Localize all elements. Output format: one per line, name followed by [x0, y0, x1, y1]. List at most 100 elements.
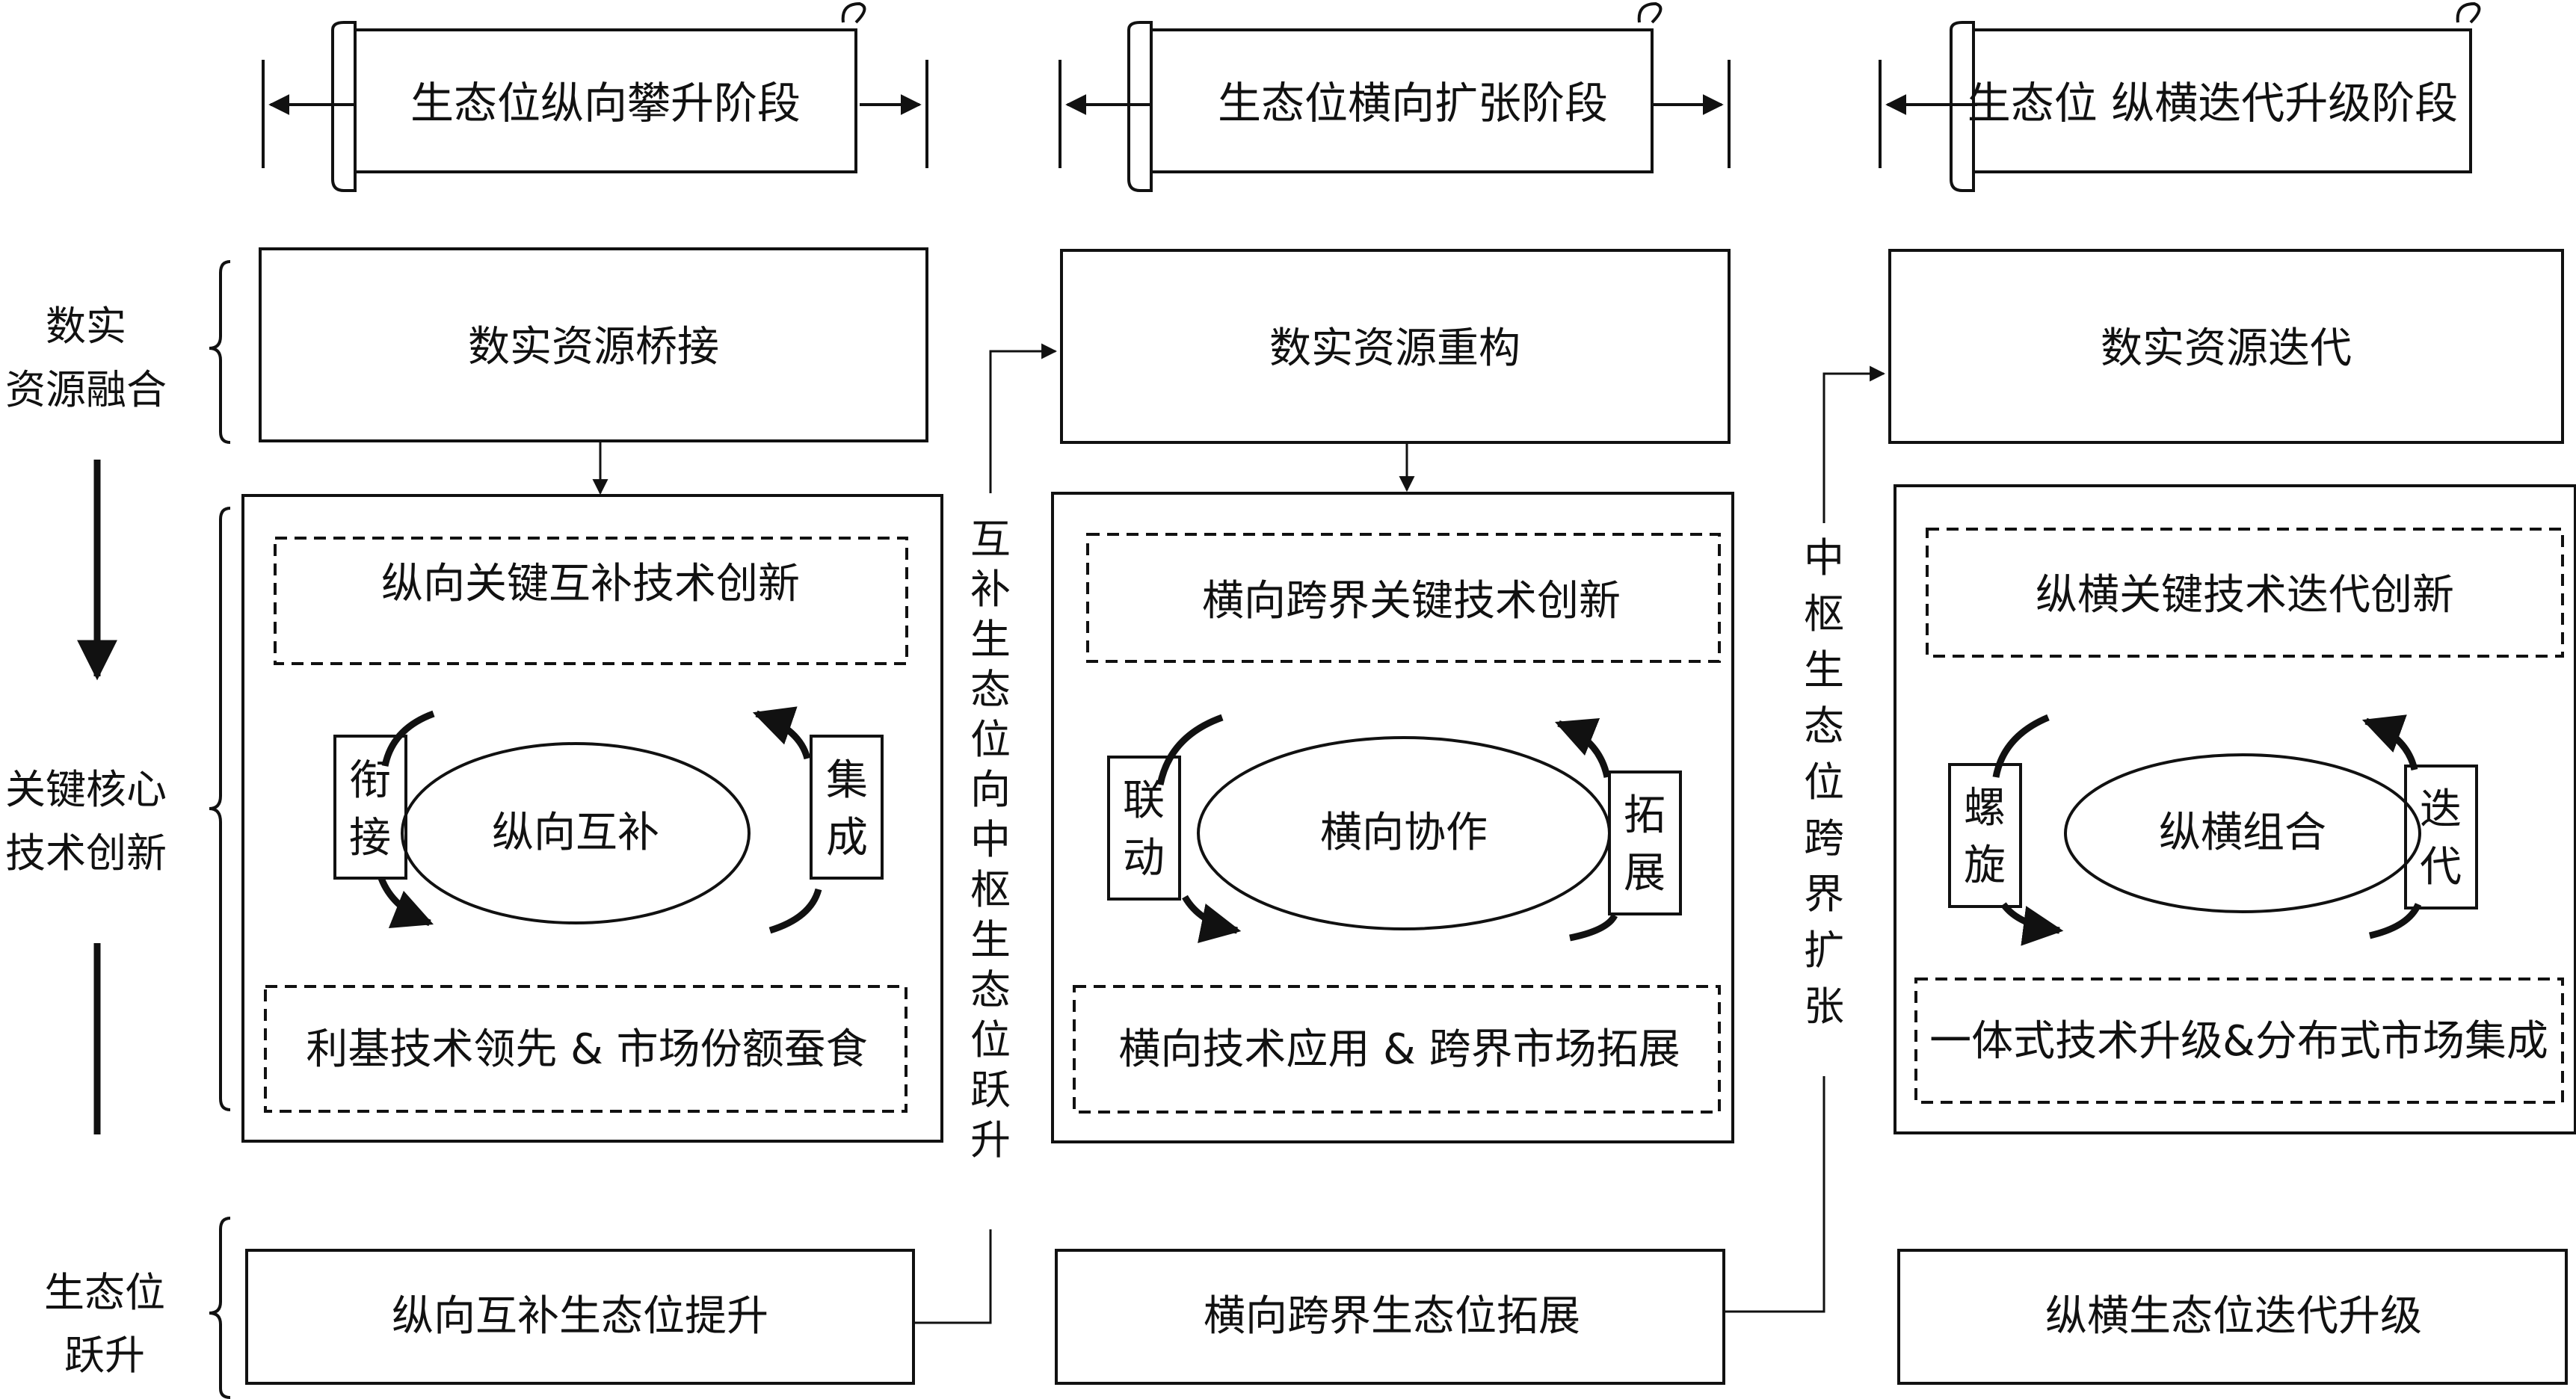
- niche-label: 横向跨界生态位拓展: [1204, 1292, 1580, 1341]
- transition-char: 中: [1804, 534, 1844, 581]
- innovation-label: 纵横关键技术迭代创新: [2036, 571, 2454, 620]
- left-tag-box: [333, 735, 407, 880]
- scroll-icon: [1950, 1, 2481, 192]
- transition-char: 界: [1804, 871, 1844, 918]
- svg-text:展: 展: [1624, 849, 1666, 898]
- column-horizontal-expand: 数实资源重构 横向跨界关键技术创新 横向协作 联 动 拓 展 横向技术应用 & …: [1051, 249, 1734, 1385]
- svg-text:旋: 旋: [1964, 841, 2006, 890]
- innovation-label: 横向跨界关键技术创新: [1202, 577, 1621, 626]
- resource-label: 数实资源桥接: [468, 323, 719, 371]
- innovation-frame: [1894, 484, 2576, 1134]
- cycle-arrow-icon: [752, 706, 811, 760]
- cycle-arrow-icon: [1156, 714, 1224, 785]
- svg-text:资源融合: 资源融合: [5, 366, 167, 413]
- transition-char: 扩: [1804, 927, 1844, 974]
- transition-char: 补: [970, 566, 1011, 613]
- cycle-arrow-icon: [1992, 714, 2050, 778]
- scroll-icon: [331, 1, 866, 192]
- transition-char: 态: [1804, 702, 1844, 750]
- resource-box: [1060, 249, 1731, 444]
- transition-char: 态: [970, 666, 1011, 713]
- cycle-arrow-icon: [2000, 902, 2064, 946]
- svg-text:集: 集: [826, 756, 868, 805]
- transition-char: 互: [970, 516, 1011, 563]
- svg-text:成: 成: [826, 814, 868, 862]
- outcome-label: 利基技术领先 & 市场份额蚕食: [306, 1025, 867, 1074]
- right-tag-box: [810, 735, 884, 880]
- side-label-niche-leap: 生态位 跃升: [44, 1217, 231, 1399]
- transition-label-bg: [967, 508, 1014, 1174]
- transition-char: 生: [970, 916, 1011, 963]
- resource-box: [259, 247, 928, 442]
- transition-char: 位: [1804, 759, 1844, 806]
- stage-header-3: 生态位 纵横迭代升级阶段: [1879, 1, 2481, 192]
- right-tag-box: [2404, 765, 2478, 909]
- cycle-arrow-icon: [1554, 718, 1611, 778]
- innovation-box: [274, 537, 908, 665]
- transition-char: 生: [970, 616, 1011, 663]
- innovation-box: [1926, 528, 2564, 658]
- svg-text:数实: 数实: [46, 303, 126, 350]
- left-tag-box: [1107, 756, 1181, 901]
- outcome-box: [1914, 978, 2564, 1104]
- transition-label-bg: [1800, 527, 1848, 1046]
- transition-connector-2: [1724, 1076, 1825, 1313]
- side-label-core-tech: 关键核心 技术创新: [5, 507, 231, 1111]
- transition-connector-1-top: [989, 343, 1058, 493]
- center-label: 纵向互补: [492, 809, 659, 857]
- cycle-arrow-icon: [378, 877, 434, 929]
- column-vertical-climb: 数实资源桥接 纵向关键互补技术创新 纵向互补 衔 接 集 成 利基技术领先 & …: [241, 247, 943, 1385]
- resource-label: 数实资源迭代: [2101, 324, 2352, 373]
- cycle-arrow-icon: [768, 888, 822, 934]
- transition-connector-2-top: [1822, 365, 1886, 523]
- transition-connector-1: [913, 1229, 992, 1324]
- transition-char: 位: [970, 1016, 1011, 1063]
- transition-char: 向: [970, 766, 1011, 813]
- transition-char: 枢: [1804, 590, 1844, 637]
- niche-label: 纵向互补生态位提升: [392, 1292, 768, 1341]
- center-label: 横向协作: [1320, 809, 1488, 857]
- svg-text:联: 联: [1123, 776, 1165, 825]
- center-ellipse: [2064, 753, 2421, 913]
- innovation-label: 纵向关键互补技术创新: [381, 560, 800, 608]
- stage-title: 生态位纵向攀升阶段: [410, 78, 801, 129]
- right-tag-box: [1608, 770, 1682, 915]
- resource-label: 数实资源重构: [1269, 324, 1520, 373]
- svg-text:技术创新: 技术创新: [5, 830, 167, 877]
- column-iterative-upgrade: 数实资源迭代 纵横关键技术迭代创新 纵横组合 螺 旋 迭 代 一体式技术升级&分…: [1888, 249, 2576, 1385]
- svg-text:生态位: 生态位: [44, 1269, 165, 1316]
- transition-char: 生: [1804, 646, 1844, 694]
- svg-text:螺: 螺: [1964, 784, 2006, 833]
- svg-text:拓: 拓: [1624, 791, 1666, 840]
- scroll-icon: [1127, 1, 1663, 192]
- svg-text:跃升: 跃升: [64, 1332, 145, 1379]
- innovation-box: [1086, 533, 1721, 663]
- transition-char: 跃: [970, 1066, 1011, 1114]
- side-label-resource-fusion: 数实 资源融合: [5, 260, 231, 444]
- cycle-arrow-icon: [381, 710, 435, 767]
- svg-text:动: 动: [1123, 834, 1165, 883]
- outcome-label: 一体式技术升级&分布式市场集成: [1929, 1017, 2548, 1066]
- left-tag-box: [1948, 763, 2022, 908]
- outcome-box: [1073, 985, 1721, 1114]
- cycle-arrow-icon: [2361, 714, 2418, 771]
- svg-text:关键核心: 关键核心: [5, 766, 167, 813]
- niche-box: [1897, 1249, 2568, 1385]
- transition-char: 中: [970, 816, 1011, 863]
- center-ellipse: [401, 742, 751, 924]
- stage-header-1: 生态位纵向攀升阶段: [262, 1, 928, 192]
- stage-title: 生态位 纵横迭代升级阶段: [1968, 78, 2458, 129]
- outcome-label: 横向技术应用 & 跨界市场拓展: [1118, 1025, 1680, 1074]
- svg-text:代: 代: [2420, 843, 2462, 892]
- innovation-frame: [241, 494, 943, 1143]
- cycle-arrow-icon: [1569, 913, 1618, 942]
- niche-box: [1055, 1249, 1725, 1385]
- stage-title: 生态位横向扩张阶段: [1218, 78, 1608, 129]
- center-label: 纵横组合: [2159, 809, 2326, 857]
- transition-char: 跨: [1804, 815, 1844, 862]
- transition-char: 位: [970, 716, 1011, 763]
- svg-text:接: 接: [349, 814, 391, 862]
